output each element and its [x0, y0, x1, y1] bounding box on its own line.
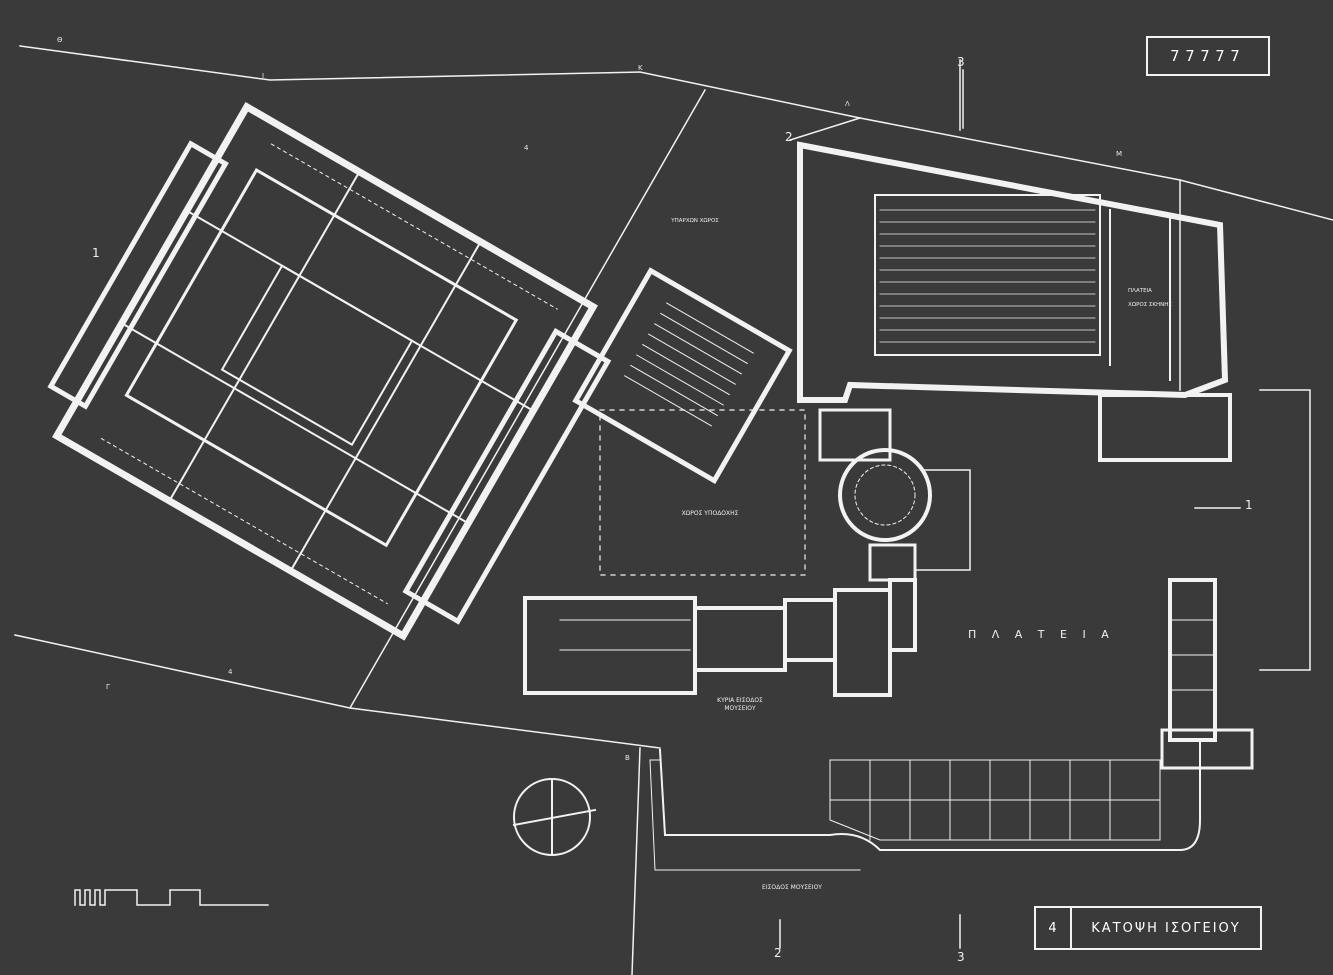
- lecture-hall: [572, 267, 793, 485]
- drawing-title-text: ΚΑΤΟΨΗ ΙΣΟΓΕΙΟΥ: [1091, 920, 1241, 936]
- grid-label-k: Κ: [638, 64, 643, 72]
- north-arrow: [512, 778, 597, 856]
- grid-label-4-bottom: 4: [228, 668, 233, 676]
- drawing-title-number: 4: [1036, 908, 1072, 948]
- axis-label-top-3: 3: [957, 55, 965, 69]
- scale-bar: [74, 889, 269, 906]
- existing-space-label: ΥΠΑΡΧΩΝ ΧΩΡΟΣ: [671, 218, 719, 224]
- axis-label-bottom-2: 2: [774, 946, 782, 960]
- museum-entrance-label: ΕΙΣΟΔΟΣ ΜΟΥΣΕΙΟΥ: [762, 884, 822, 891]
- site-boundary: [14, 45, 1333, 975]
- axis-label-right-1: 1: [1245, 498, 1253, 512]
- main-entrance-label-2: ΜΟΥΣΕΙΟΥ: [724, 705, 756, 712]
- grid-label-i: Ι: [262, 72, 265, 80]
- drawing-title-block: 4 ΚΑΤΟΨΗ ΙΣΟΓΕΙΟΥ: [1034, 906, 1262, 950]
- plaza-label: Π Λ Α Τ Ε Ι Α: [968, 628, 1115, 641]
- plaza: [914, 389, 1311, 770]
- axis-lines: [779, 69, 1241, 949]
- reception-hall: [599, 409, 806, 576]
- theatre-label: ΠΛΑΤΕΙΑ: [1128, 288, 1152, 294]
- auditorium: [797, 141, 1232, 462]
- drawing-number-stamp: 77777: [1146, 36, 1270, 76]
- grid-label-l: Λ: [845, 100, 850, 108]
- grid-label-m: Μ: [1116, 150, 1123, 158]
- entrance-block: [523, 578, 917, 697]
- terrace-grid: [649, 739, 1201, 871]
- grid-label-g: Γ: [106, 683, 110, 691]
- grid-label-b: Β: [625, 754, 630, 762]
- axis-label-left-1: 1: [92, 246, 100, 260]
- grid-label-4-top: 4: [524, 144, 529, 152]
- rotated-wing: [47, 102, 612, 641]
- rotunda: [838, 448, 932, 582]
- axis-label-bottom-3: 3: [957, 950, 965, 964]
- main-entrance-label-1: ΚΥΡΙΑ ΕΙΣΟΔΟΣ: [717, 697, 763, 704]
- grid-label-theta: Θ: [57, 36, 63, 44]
- reception-hall-label: ΧΩΡΟΣ ΥΠΟΔΟΧΗΣ: [681, 510, 739, 517]
- axis-label-top-2: 2: [785, 130, 793, 144]
- stage-label: ΧΩΡΟΣ ΣΚΗΝΗΣ: [1128, 302, 1172, 308]
